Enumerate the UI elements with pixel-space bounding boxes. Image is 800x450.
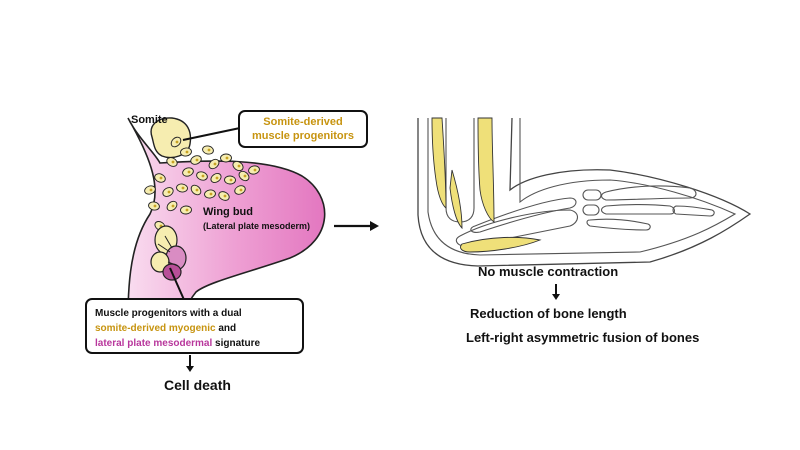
callout-pointer-top xyxy=(182,127,241,141)
progenitor-cell-nucleus xyxy=(223,194,227,198)
progenitor-cell-nucleus xyxy=(153,204,157,208)
progenitor-cell-nucleus xyxy=(195,158,199,162)
progenitor-cell-nucleus xyxy=(237,164,241,168)
cell-death-label: Cell death xyxy=(164,377,231,393)
dual-progenitor-cluster xyxy=(150,225,187,281)
wing-bud-label: Wing bud xyxy=(203,206,253,218)
callout-bottom-line-3: lateral plate mesodermal signature xyxy=(95,336,302,351)
limb-outline xyxy=(417,117,752,267)
progenitor-cell-nucleus xyxy=(149,188,153,192)
progenitor-cell-nucleus xyxy=(215,176,219,180)
progenitor-cell-nucleus xyxy=(229,178,233,182)
callout-bottom-line-3-rest: signature xyxy=(212,338,261,349)
progenitor-cell-nucleus xyxy=(243,174,247,178)
progenitor-cell-nucleus xyxy=(213,162,217,166)
progenitor-cell-nucleus xyxy=(225,156,229,160)
arrow-to-limb-head xyxy=(370,221,379,231)
wing-bud-shape xyxy=(127,117,326,346)
progenitor-cell-nucleus xyxy=(185,150,189,154)
muscle-upper-3 xyxy=(449,169,463,230)
progenitor-cell-nucleus xyxy=(201,174,205,178)
muscle-upper-2 xyxy=(477,117,495,223)
progenitor-cell-nucleus xyxy=(171,160,175,164)
progenitor-cell-nucleus xyxy=(187,170,191,174)
callout-bottom-line-1: Muscle progenitors with a dual xyxy=(95,308,242,319)
limb-inner-outline xyxy=(427,118,737,256)
progenitor-cell-nucleus xyxy=(181,186,185,190)
somite-label: Somite xyxy=(131,114,168,126)
callout-pointer-bottom xyxy=(169,267,186,303)
progenitor-cell-nucleus xyxy=(239,188,243,192)
progenitor-cell-nucleus xyxy=(167,190,171,194)
callout-bottom-magenta-text: lateral plate mesodermal xyxy=(95,338,213,349)
outcome-no-contraction: No muscle contraction xyxy=(478,264,619,279)
radius xyxy=(470,197,577,233)
muscle-forearm xyxy=(459,236,542,253)
progenitor-cell-nucleus xyxy=(207,148,211,152)
callout-dual-progenitors: Muscle progenitors with a dual somite-de… xyxy=(85,298,304,354)
somite-shape xyxy=(150,117,192,159)
callout-top-line-2: muscle progenitors xyxy=(251,130,355,142)
muscle-upper-1 xyxy=(431,117,447,209)
progenitor-cell-nucleus xyxy=(195,188,199,192)
callout-top-line-1: Somite-derived xyxy=(263,116,343,128)
outcome-bone-fusion: Left-right asymmetric fusion of bones xyxy=(466,330,700,345)
progenitor-cell-nucleus xyxy=(171,204,175,208)
arrow-right-head xyxy=(552,294,560,300)
hand-bones xyxy=(582,185,715,231)
outcome-bone-length: Reduction of bone length xyxy=(470,306,627,321)
arrow-to-cell-death-head xyxy=(186,366,194,372)
progenitor-cell-nucleus xyxy=(253,168,257,172)
progenitor-cell-nucleus xyxy=(209,192,213,196)
callout-bottom-line-2-rest: and xyxy=(215,323,237,334)
progenitor-cell-nucleus xyxy=(159,176,163,180)
callout-bottom-line-2: somite-derived myogenic and xyxy=(95,321,302,336)
wing-bud-sublabel: (Lateral plate mesoderm) xyxy=(203,221,311,231)
progenitor-cell-nucleus xyxy=(185,208,189,212)
callout-somite-progenitors: Somite-derived muscle progenitors xyxy=(238,110,368,148)
progenitor-cell-nucleus xyxy=(175,140,179,144)
callout-bottom-orange-text: somite-derived myogenic xyxy=(95,323,216,334)
